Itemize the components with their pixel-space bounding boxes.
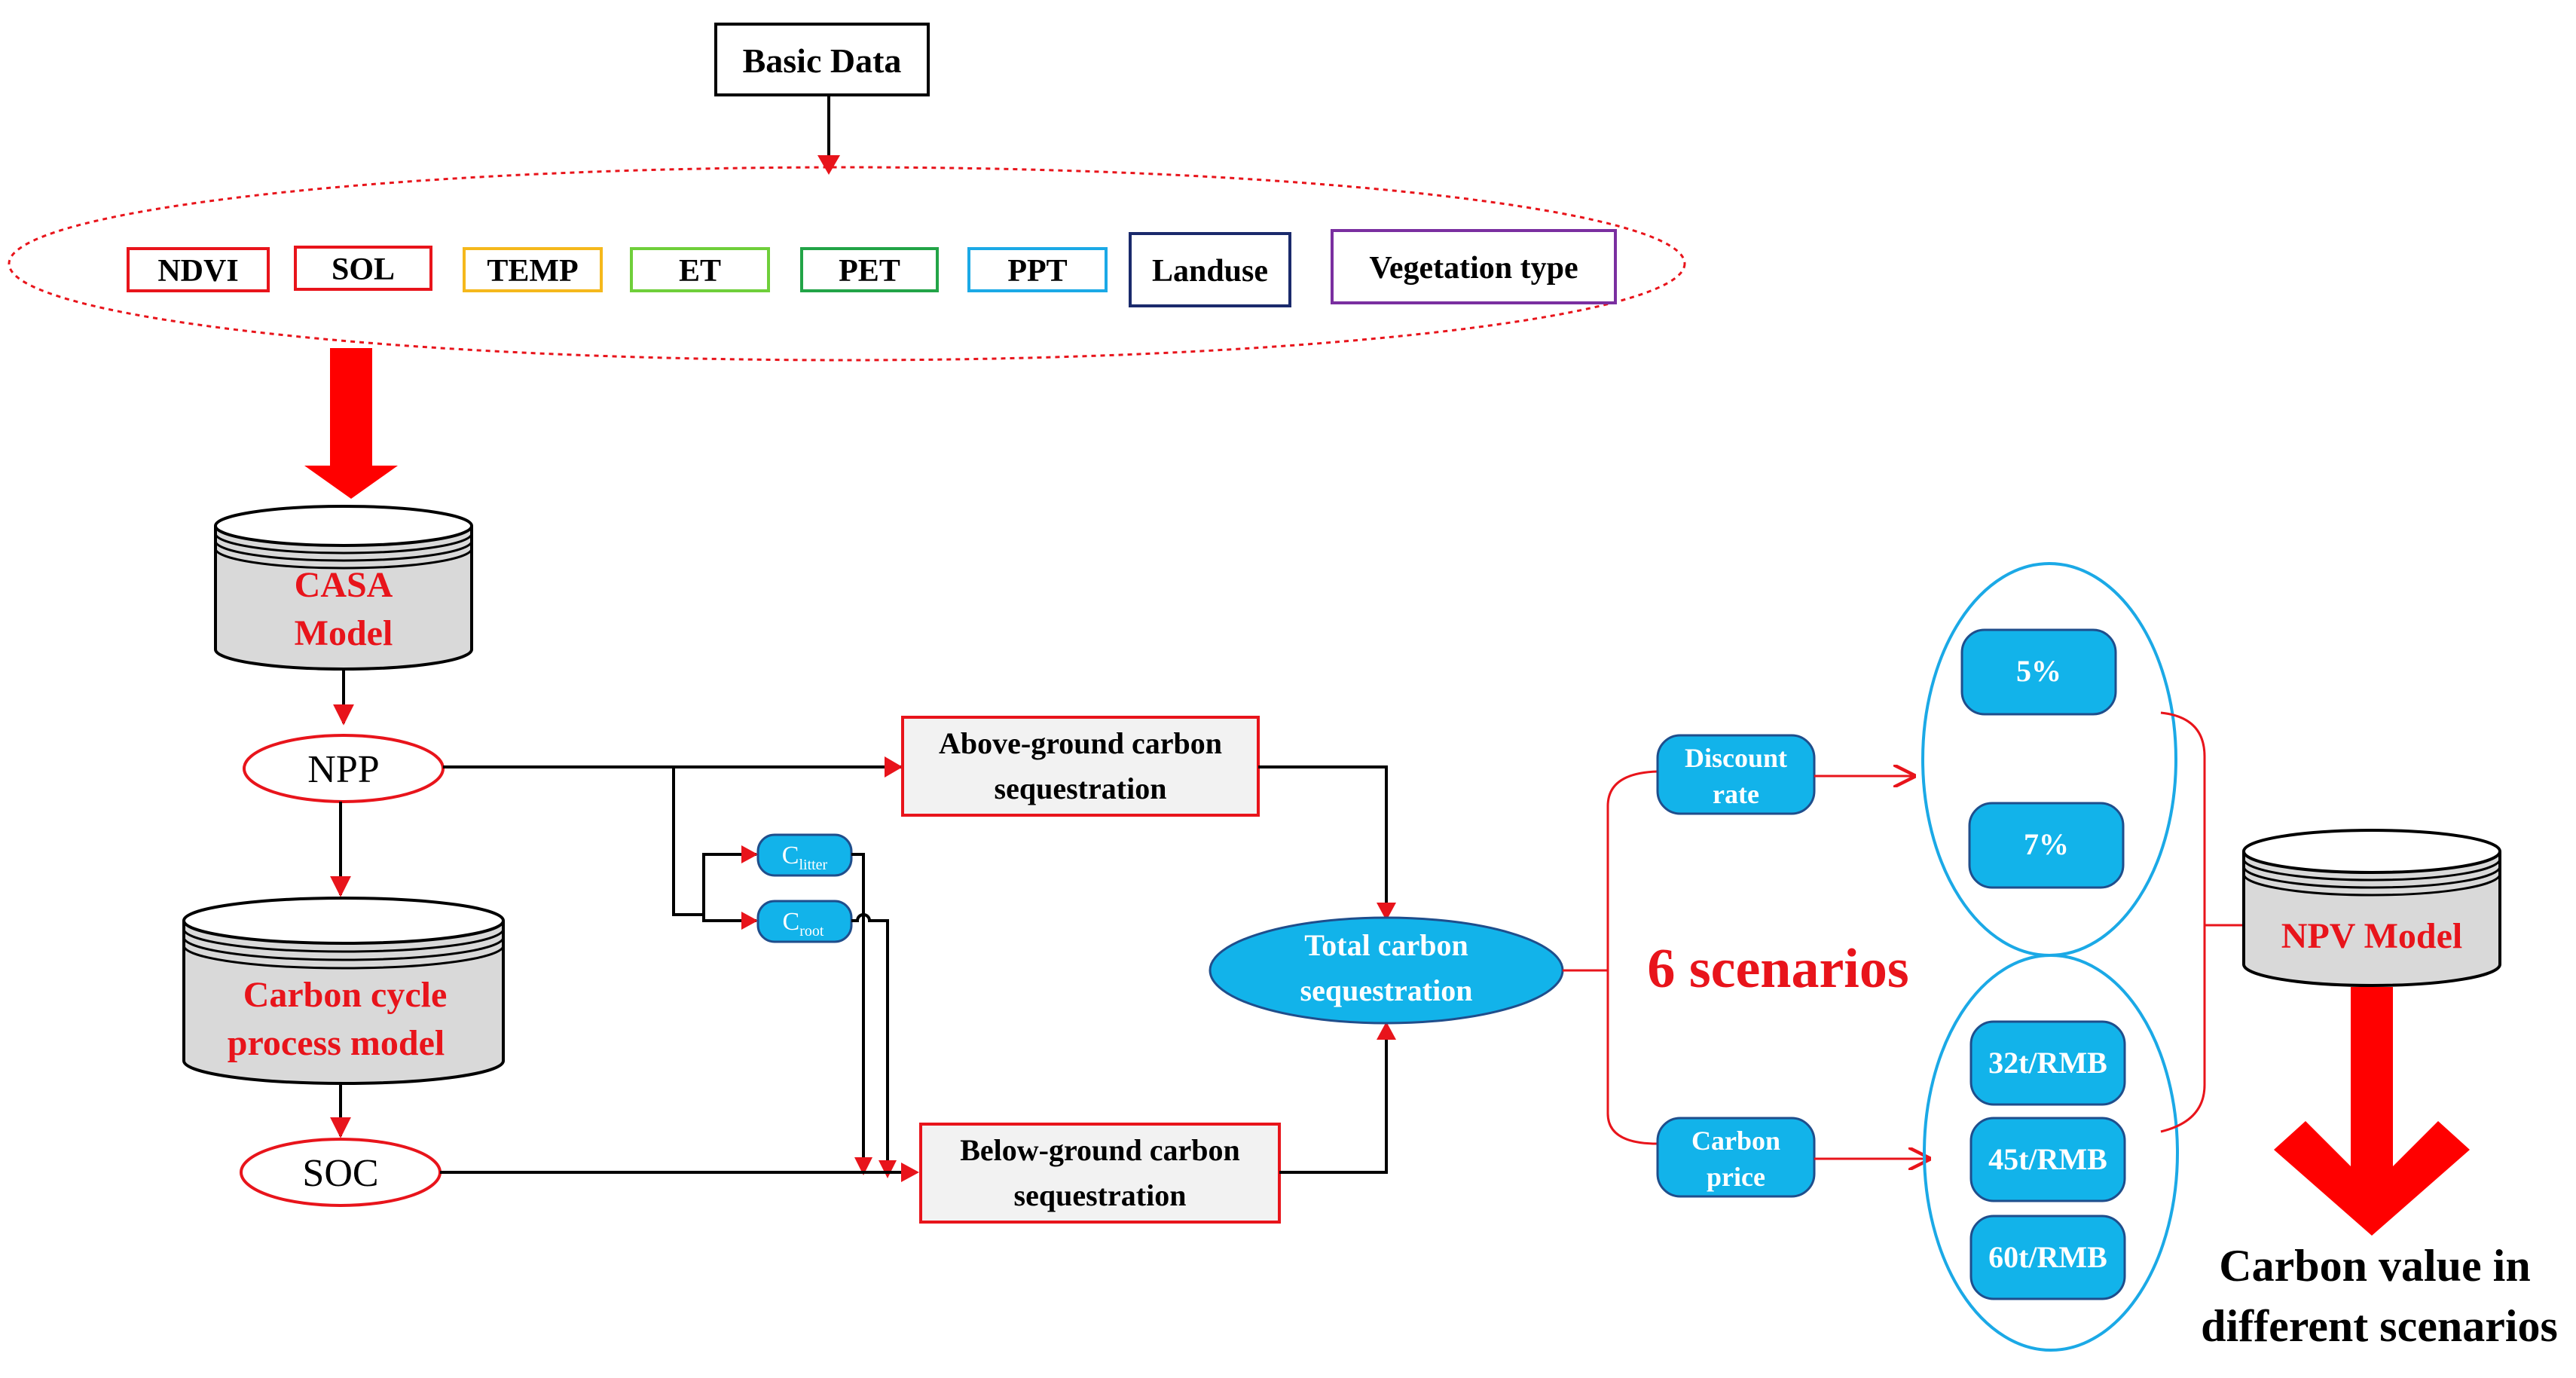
arrowhead-npp-to-croot: [741, 912, 758, 930]
input-pet: PET: [800, 247, 939, 292]
arrowhead-clitter-to-below: [854, 1157, 872, 1175]
soc-node: SOC: [240, 1138, 442, 1207]
input-ndvi-label: NDVI: [157, 254, 238, 289]
total-carbon-line2: sequestration: [1300, 973, 1473, 1007]
input-sol-label: SOL: [332, 252, 395, 287]
discount-rate-line2: rate: [1713, 779, 1759, 809]
npp-node: NPP: [243, 734, 445, 803]
npv-model-label: NPV Model: [2281, 916, 2462, 956]
c-nodes-to-below-connectors: [851, 853, 889, 1174]
c-root-base: C: [783, 908, 800, 936]
big-arrow-inputs-to-casa: [304, 348, 398, 499]
discount-value-5: 5%: [1960, 628, 2117, 716]
carbon-price-line2: price: [1707, 1162, 1765, 1192]
c-root-node: Croot: [756, 900, 853, 943]
arrowhead-soc-to-below: [901, 1163, 919, 1182]
input-vegetation-type-label: Vegetation type: [1369, 251, 1578, 286]
c-litter-base: C: [782, 842, 799, 869]
price-value-45-label: 45t/RMB: [1988, 1142, 2107, 1176]
npp-label: NPP: [307, 748, 379, 791]
carbon-cycle-model-node: Carbon cycle process model: [182, 897, 505, 1085]
discount-value-7: 7%: [1968, 802, 2125, 889]
input-pet-label: PET: [839, 254, 900, 289]
input-temp: TEMP: [463, 247, 603, 292]
npp-connectors: [443, 765, 901, 922]
input-ndvi: NDVI: [127, 247, 270, 292]
price-values-ellipse: [1923, 954, 2179, 1352]
input-landuse: Landuse: [1129, 232, 1291, 307]
above-ground-node: Above-ground carbon sequestration: [901, 716, 1260, 817]
above-ground-line1: Above-ground carbon: [939, 726, 1222, 760]
c-root-sub: root: [799, 923, 824, 940]
discount-value-5-label: 5%: [2016, 654, 2061, 688]
input-et-label: ET: [679, 254, 721, 289]
below-ground-line1: Below-ground carbon: [960, 1133, 1240, 1167]
result-line2: different scenarios: [2201, 1301, 2558, 1351]
svg-text:Clitter: Clitter: [782, 842, 828, 873]
arrowhead-above-to-total: [1377, 903, 1396, 921]
big-arrow-npv-to-result: [2274, 987, 2470, 1236]
price-value-60-label: 60t/RMB: [1988, 1240, 2107, 1274]
svg-text:Croot: Croot: [783, 908, 824, 940]
result-line1: Carbon value in: [2219, 1241, 2530, 1291]
soc-label: SOC: [302, 1152, 378, 1195]
price-value-32: 32t/RMB: [1969, 1020, 2126, 1106]
price-value-45: 45t/RMB: [1969, 1117, 2126, 1202]
input-temp-label: TEMP: [487, 254, 578, 289]
c-litter-node: Clitter: [756, 833, 853, 877]
input-sol: SOL: [294, 246, 432, 291]
price-value-32-label: 32t/RMB: [1988, 1046, 2107, 1080]
input-ppt: PPT: [967, 247, 1108, 292]
carbon-price-line1: Carbon: [1691, 1126, 1780, 1156]
c-litter-sub: litter: [799, 857, 827, 873]
basic-data-node: Basic Data: [714, 23, 930, 96]
to-total-connectors: [1258, 765, 1388, 1174]
input-vegetation-type: Vegetation type: [1331, 229, 1617, 304]
input-landuse-label: Landuse: [1152, 254, 1268, 289]
arrowhead-npp-to-above: [885, 756, 903, 778]
discount-value-7-label: 7%: [2024, 827, 2069, 861]
npv-model-node: NPV Model: [2242, 829, 2501, 987]
casa-model-node: CASA Model: [214, 505, 473, 671]
input-data-ellipse: [8, 166, 1686, 362]
scenario-brace: [1563, 770, 1658, 1145]
price-value-60: 60t/RMB: [1969, 1215, 2126, 1300]
npv-brace: [2160, 711, 2248, 1133]
discount-values-ellipse: [1921, 562, 2177, 957]
input-ppt-label: PPT: [1007, 254, 1067, 289]
input-et: ET: [630, 247, 770, 292]
carbon-cycle-line1: Carbon cycle: [243, 975, 448, 1015]
basic-data-label: Basic Data: [743, 41, 902, 80]
scenarios-label: 6 scenarios: [1647, 938, 1908, 1000]
below-ground-node: Below-ground carbon sequestration: [919, 1123, 1281, 1224]
carbon-cycle-line2: process model: [228, 1023, 445, 1063]
arrowhead-basic-to-inputs: [817, 155, 840, 175]
casa-model-line2: Model: [295, 613, 393, 653]
arrowhead-below-to-total: [1377, 1022, 1396, 1040]
above-ground-line2: sequestration: [995, 771, 1167, 805]
total-carbon-node: Total carbon sequestration: [1209, 916, 1564, 1025]
arrowhead-croot-to-below: [879, 1160, 897, 1178]
total-carbon-line1: Total carbon: [1304, 928, 1468, 962]
casa-model-line1: CASA: [295, 565, 393, 605]
discount-rate-node: Discount rate: [1656, 734, 1816, 815]
discount-rate-line1: Discount: [1685, 743, 1787, 773]
below-ground-line2: sequestration: [1014, 1178, 1187, 1212]
input-data-boxes: NDVI SOL TEMP ET PET PPT Landuse Vegetation typ…: [127, 229, 1617, 307]
arrowhead-npp-to-clitter: [741, 845, 758, 863]
carbon-price-node: Carbon price: [1656, 1117, 1816, 1198]
